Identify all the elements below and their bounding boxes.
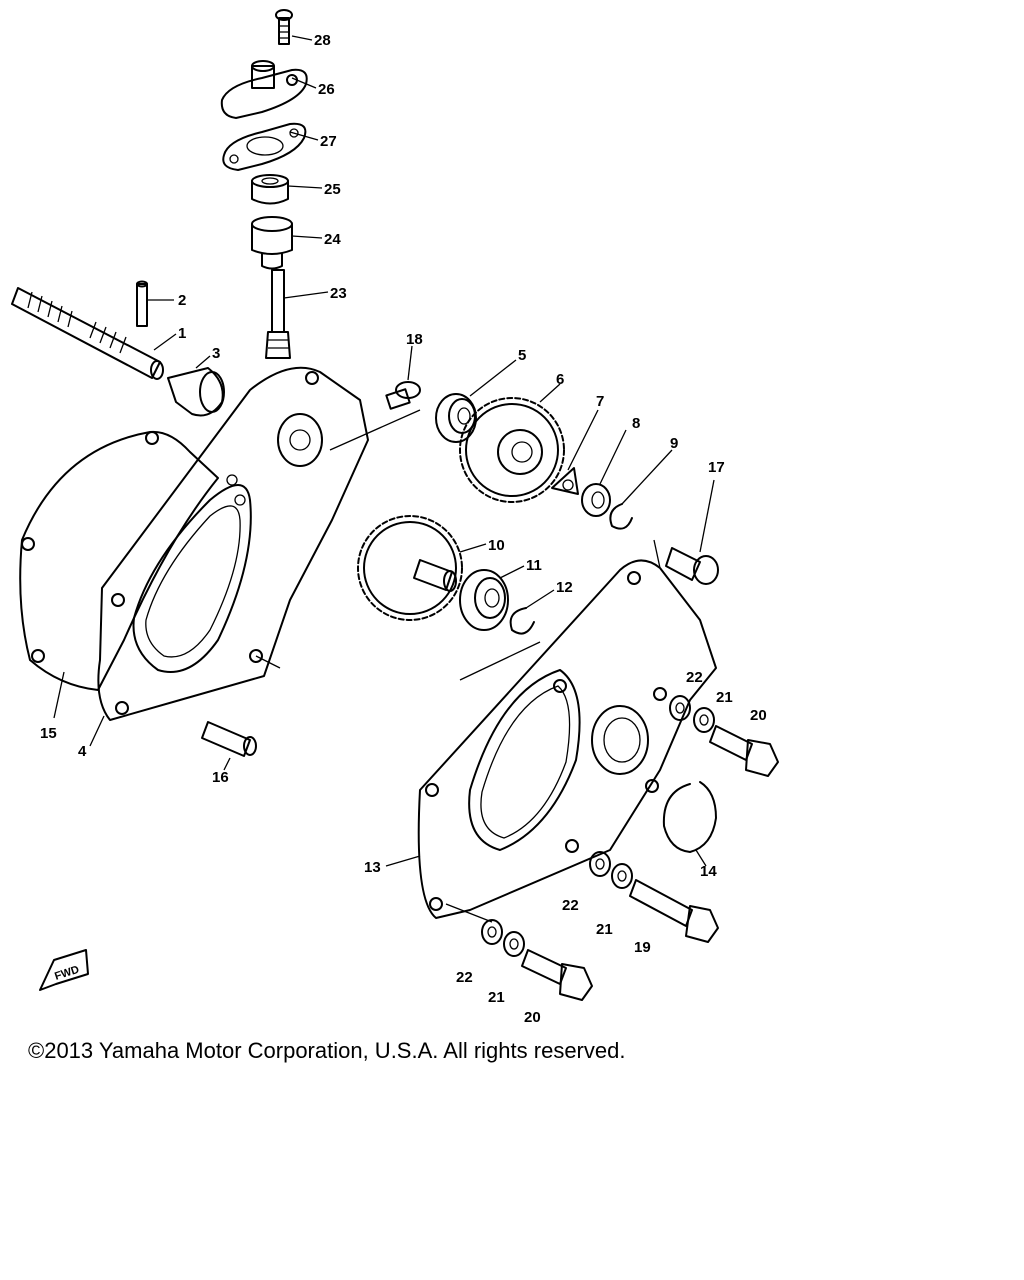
callout-12: 12 (556, 579, 573, 596)
callout-10: 10 (488, 537, 505, 554)
washer-22-lower (481, 919, 503, 945)
callout-28: 28 (314, 32, 331, 49)
part-6-gear (459, 397, 565, 503)
callout-labels: 28 26 27 25 24 23 2 1 3 18 5 6 7 8 9 17 … (40, 32, 767, 1026)
callout-17: 17 (708, 459, 725, 476)
callout-21-upper: 21 (716, 689, 733, 706)
part-4-crankcase-cover (97, 366, 369, 721)
callout-20-lower: 20 (524, 1009, 541, 1026)
copyright-notice: ©2013 Yamaha Motor Corporation, U.S.A. A… (28, 1038, 626, 1063)
part-28-screw (275, 9, 293, 45)
part-5-bearing (435, 393, 477, 443)
callout-7: 7 (596, 393, 604, 410)
part-17-bolt (665, 547, 719, 585)
part-10-gear (357, 515, 463, 621)
part-25-seal (251, 174, 289, 205)
washer-21-middle (611, 863, 633, 889)
washer-22-upper (669, 695, 691, 721)
callout-20-upper: 20 (750, 707, 767, 724)
part-2-pin (136, 280, 148, 327)
part-3-bushing (167, 367, 225, 417)
callout-21-lower: 21 (488, 989, 505, 1006)
callout-22-lower: 22 (456, 969, 473, 986)
exploded-parts-diagram: 28 26 27 25 24 23 2 1 3 18 5 6 7 8 9 17 … (11, 9, 779, 1026)
callout-26: 26 (318, 81, 335, 98)
callout-11: 11 (526, 557, 542, 574)
callout-15: 15 (40, 725, 57, 742)
callout-4: 4 (78, 743, 87, 760)
callout-5: 5 (518, 347, 526, 364)
callout-14: 14 (700, 863, 717, 880)
part-27-gasket (222, 122, 307, 171)
callout-3: 3 (212, 345, 220, 362)
part-9-circlip (609, 503, 633, 530)
callout-22-upper: 22 (686, 669, 703, 686)
callout-24: 24 (324, 231, 341, 248)
part-11-bearing (459, 569, 509, 631)
assembly-guide-lines (255, 409, 661, 923)
part-13-outer-cover (417, 559, 717, 919)
callout-16: 16 (212, 769, 229, 786)
fwd-arrow-icon: FWD (39, 949, 89, 991)
callout-25: 25 (324, 181, 341, 198)
part-18-plug (385, 381, 421, 410)
washer-22-middle (589, 851, 611, 877)
callout-27: 27 (320, 133, 337, 150)
leader-lines (53, 35, 715, 867)
callout-1: 1 (178, 325, 186, 342)
part-26-fitting-plate (220, 60, 308, 119)
callout-18: 18 (406, 331, 423, 348)
callout-9: 9 (670, 435, 678, 452)
bolt-20-lower (521, 949, 593, 1001)
callout-19: 19 (634, 939, 651, 956)
part-12-circlip (509, 607, 535, 635)
part-1-worm-shaft (11, 287, 164, 380)
part-16-dowel (201, 721, 257, 757)
washer-21-lower (503, 931, 525, 957)
bolt-20-upper (709, 725, 779, 777)
callout-13: 13 (364, 859, 381, 876)
part-7-washer (551, 467, 579, 495)
callout-23: 23 (330, 285, 347, 302)
callout-22-middle: 22 (562, 897, 579, 914)
part-23-driven-shaft (265, 269, 291, 359)
callout-2: 2 (178, 292, 186, 309)
part-14-snap-ring (662, 781, 717, 853)
washer-21-upper (693, 707, 715, 733)
callout-21-middle: 21 (596, 921, 613, 938)
part-24-bushing (251, 216, 293, 270)
bolt-19 (629, 879, 719, 943)
callout-6: 6 (556, 371, 564, 388)
callout-8: 8 (632, 415, 640, 432)
part-8-washer (581, 483, 611, 517)
